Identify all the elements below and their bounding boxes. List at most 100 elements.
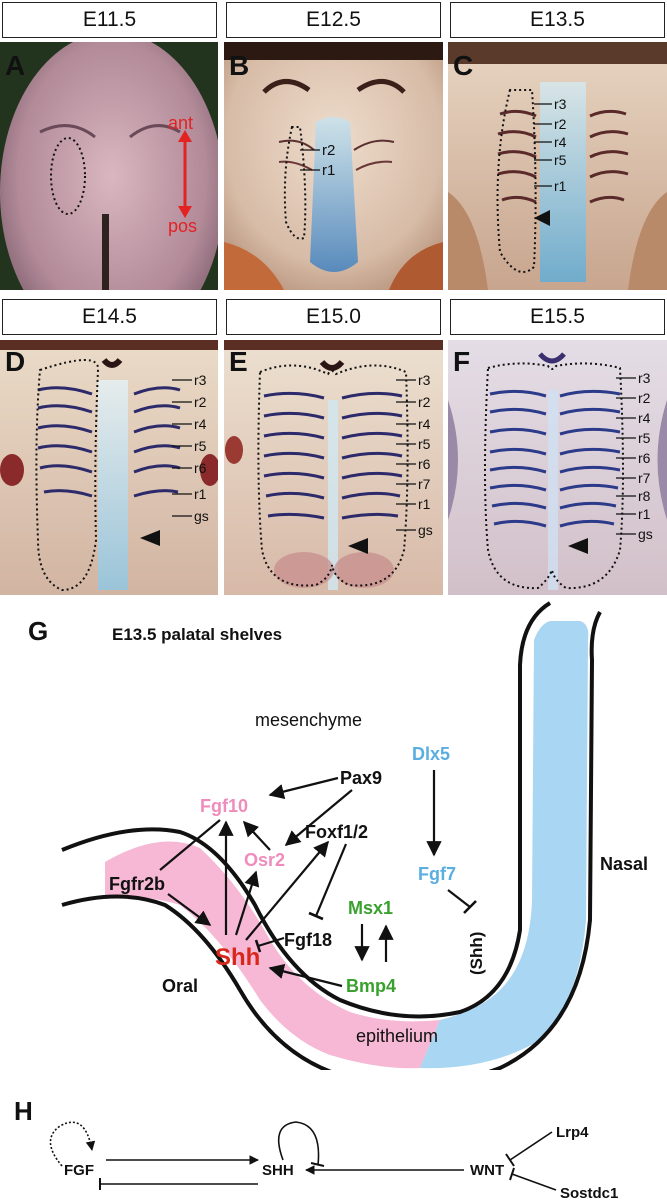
gene-dlx5: Dlx5 bbox=[412, 744, 450, 764]
arrowhead-e bbox=[348, 538, 368, 554]
panel-letter-h: H bbox=[14, 1096, 33, 1126]
rugae-label-e-r2: r2 bbox=[418, 394, 431, 410]
gene-osr2: Osr2 bbox=[244, 850, 285, 870]
gene-bmp4: Bmp4 bbox=[346, 976, 396, 996]
rugae-label-d-gs: gs bbox=[194, 508, 209, 524]
inhibit-fgf18-shh bbox=[257, 936, 285, 948]
arrow-osr2-fgf10 bbox=[242, 820, 271, 851]
rugae-label-d-r3: r3 bbox=[194, 372, 207, 388]
rugae-label-e-r1: r1 bbox=[418, 496, 431, 512]
arrowhead-d bbox=[140, 530, 160, 546]
epithelium-nasal-fill bbox=[420, 621, 589, 1069]
rugae-label-b-r1: r1 bbox=[322, 162, 335, 179]
arrow-pax9-osr2 bbox=[284, 789, 353, 846]
rugae-label-c-r1: r1 bbox=[554, 178, 567, 194]
arrow-fgfr2b-shh bbox=[167, 893, 212, 926]
rugae-label-f-gs: gs bbox=[638, 526, 653, 542]
panel-g-title: E13.5 palatal shelves bbox=[112, 625, 282, 644]
inhibit-fgf7-shh bbox=[447, 889, 471, 908]
node-fgf: FGF bbox=[64, 1162, 94, 1179]
rugae-label-f-r5: r5 bbox=[638, 430, 651, 446]
rugae-label-f-r2: r2 bbox=[638, 390, 651, 406]
epithelium-lower-boundary bbox=[61, 611, 602, 1070]
rugae-label-d-r4: r4 bbox=[194, 416, 207, 432]
mesenchyme-label: mesenchyme bbox=[255, 710, 362, 730]
arrow-pax9-fgf10 bbox=[268, 776, 339, 800]
outline-a bbox=[50, 137, 86, 215]
gene-shh-nasal: (Shh) bbox=[467, 932, 486, 975]
oral-label: Oral bbox=[162, 976, 198, 996]
ant-label: ant bbox=[168, 113, 193, 133]
stage-label-e14-5: E14.5 bbox=[2, 299, 217, 335]
panel-letter-b: B bbox=[229, 50, 250, 81]
panel-letter-e: E bbox=[229, 346, 248, 377]
rugae-label-f-r8: r8 bbox=[638, 488, 651, 504]
rugae-label-e-r7: r7 bbox=[418, 476, 431, 492]
epithelium-label: epithelium bbox=[356, 1026, 438, 1046]
panel-letter-g: G bbox=[28, 616, 48, 646]
rugae-label-c-r3: r3 bbox=[554, 96, 567, 112]
rugae-label-e-r3: r3 bbox=[418, 372, 431, 388]
rugae-label-d-r1: r1 bbox=[194, 486, 207, 502]
arrow-shh-osr2 bbox=[234, 870, 260, 936]
gene-shh: Shh bbox=[215, 944, 260, 971]
line-fgfr2b-fgf10 bbox=[159, 819, 221, 871]
gene-fgfr2b: Fgfr2b bbox=[109, 874, 165, 894]
photo-panel-c: r3 r2 r4 r5 r1 C bbox=[448, 42, 667, 290]
inhibit-foxf-fgf18 bbox=[314, 843, 348, 917]
nasal-label: Nasal bbox=[600, 854, 648, 874]
outline-d bbox=[35, 359, 100, 592]
panel-letter-a: A bbox=[5, 50, 26, 81]
gene-fgf10: Fgf10 bbox=[200, 796, 248, 816]
arrowhead-c bbox=[534, 210, 550, 226]
rugae-label-e-r4: r4 bbox=[418, 416, 431, 432]
panel-letter-d: D bbox=[5, 346, 26, 377]
arrow-bmp4-shh bbox=[268, 963, 343, 988]
node-sostdc1: Sostdc1 bbox=[560, 1185, 618, 1200]
rugae-label-d-r2: r2 bbox=[194, 394, 207, 410]
arrowhead-f bbox=[568, 538, 588, 554]
stage-label-e11-5: E11.5 bbox=[2, 2, 217, 38]
photo-panel-f: r3 r2 r4 r5 r6 r7 r8 r1 gs F bbox=[448, 340, 667, 595]
panel-letter-f: F bbox=[453, 346, 471, 377]
stage-label-e15-5: E15.5 bbox=[450, 299, 665, 335]
node-shh: SHH bbox=[262, 1162, 294, 1179]
outline-c bbox=[496, 89, 537, 273]
rugae-label-f-r7: r7 bbox=[638, 470, 651, 486]
rugae-label-c-r4: r4 bbox=[554, 134, 567, 150]
gene-foxf1-2: Foxf1/2 bbox=[305, 822, 368, 842]
node-lrp4: Lrp4 bbox=[556, 1124, 589, 1141]
rugae-label-c-r5: r5 bbox=[554, 152, 567, 168]
rugae-label-e-r5: r5 bbox=[418, 436, 431, 452]
fgf-self-loop bbox=[49, 1121, 96, 1167]
photo-panel-b: r2 r1 B bbox=[224, 42, 443, 290]
photo-panel-a: ant pos A bbox=[0, 42, 218, 290]
panel-letter-c: C bbox=[453, 50, 474, 81]
gene-fgf18: Fgf18 bbox=[284, 930, 332, 950]
epithelium-upper-boundary bbox=[61, 601, 552, 1019]
rugae-label-f-r4: r4 bbox=[638, 410, 651, 426]
rugae-label-e-r6: r6 bbox=[418, 456, 431, 472]
rugae-label-f-r3: r3 bbox=[638, 370, 651, 386]
outline-e bbox=[257, 364, 409, 587]
stage-label-e15-0: E15.0 bbox=[226, 299, 441, 335]
rugae-label-f-r6: r6 bbox=[638, 450, 651, 466]
node-wnt: WNT bbox=[470, 1162, 504, 1179]
inhibit-sostdc1-wnt bbox=[511, 1173, 557, 1191]
gene-fgf7: Fgf7 bbox=[418, 864, 456, 884]
rugae-label-e-gs: gs bbox=[418, 522, 433, 538]
pos-label: pos bbox=[168, 216, 197, 236]
outline-b bbox=[283, 126, 307, 240]
stage-label-e13-5: E13.5 bbox=[450, 2, 665, 38]
rugae-label-b-r2: r2 bbox=[322, 142, 335, 159]
rugae-label-f-r1: r1 bbox=[638, 506, 651, 522]
shh-self-inhibit bbox=[277, 1121, 320, 1166]
gene-pax9: Pax9 bbox=[340, 768, 382, 788]
arrow-shh-foxf bbox=[245, 840, 329, 941]
outline-f bbox=[484, 362, 624, 590]
photo-panel-e: r3 r2 r4 r5 r6 r7 r1 gs E bbox=[224, 340, 443, 595]
panel-g-diagram: G E13.5 palatal shelves mesenchyme Nasal… bbox=[28, 601, 648, 1070]
gene-msx1: Msx1 bbox=[348, 898, 393, 918]
rugae-label-c-r2: r2 bbox=[554, 116, 567, 132]
rugae-label-d-r6: r6 bbox=[194, 460, 207, 476]
